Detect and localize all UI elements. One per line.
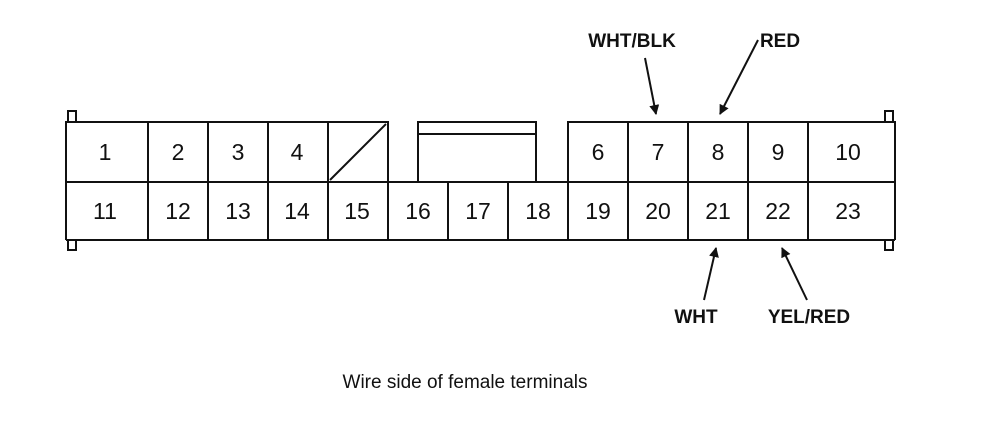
pin-label: 10 bbox=[835, 139, 861, 165]
diagram-caption: Wire side of female terminals bbox=[343, 372, 588, 393]
pin-label: 2 bbox=[172, 139, 185, 165]
pin-label: 17 bbox=[465, 198, 491, 224]
pin-label: 16 bbox=[405, 198, 431, 224]
bottom-row-pins: 11 12 13 14 15 16 17 18 19 20 21 22 23 bbox=[93, 198, 861, 224]
empty-cavity-mark bbox=[329, 123, 387, 181]
pin-label: 12 bbox=[165, 198, 191, 224]
pin-label: 18 bbox=[525, 198, 551, 224]
pin-label: 6 bbox=[592, 139, 605, 165]
callout-arrow bbox=[781, 247, 808, 301]
wire-label: YEL/RED bbox=[768, 307, 850, 328]
pin-label: 8 bbox=[712, 139, 725, 165]
connector-housing bbox=[65, 110, 896, 251]
callout-arrow bbox=[719, 39, 759, 115]
pin-label: 13 bbox=[225, 198, 251, 224]
pin-label: 7 bbox=[652, 139, 665, 165]
pin-label: 20 bbox=[645, 198, 671, 224]
pin-label: 21 bbox=[705, 198, 731, 224]
callout-arrow bbox=[644, 57, 660, 115]
pin-label: 9 bbox=[772, 139, 785, 165]
pin-label: 23 bbox=[835, 198, 861, 224]
pin-label: 19 bbox=[585, 198, 611, 224]
wire-label: RED bbox=[760, 31, 800, 52]
top-row-pins: 1 2 3 4 6 7 8 9 10 bbox=[99, 139, 861, 165]
pin-label: 22 bbox=[765, 198, 791, 224]
pin-label: 1 bbox=[99, 139, 112, 165]
callout-arrow bbox=[703, 247, 719, 301]
pin-label: 15 bbox=[344, 198, 370, 224]
wire-label: WHT bbox=[674, 307, 718, 328]
pin-label: 11 bbox=[93, 198, 117, 224]
pin-label: 4 bbox=[291, 139, 304, 165]
wire-callouts: WHT/BLK RED WHT YEL/RED bbox=[588, 31, 850, 328]
pin-label: 14 bbox=[284, 198, 310, 224]
wire-label: WHT/BLK bbox=[588, 31, 676, 52]
pin-label: 3 bbox=[232, 139, 245, 165]
